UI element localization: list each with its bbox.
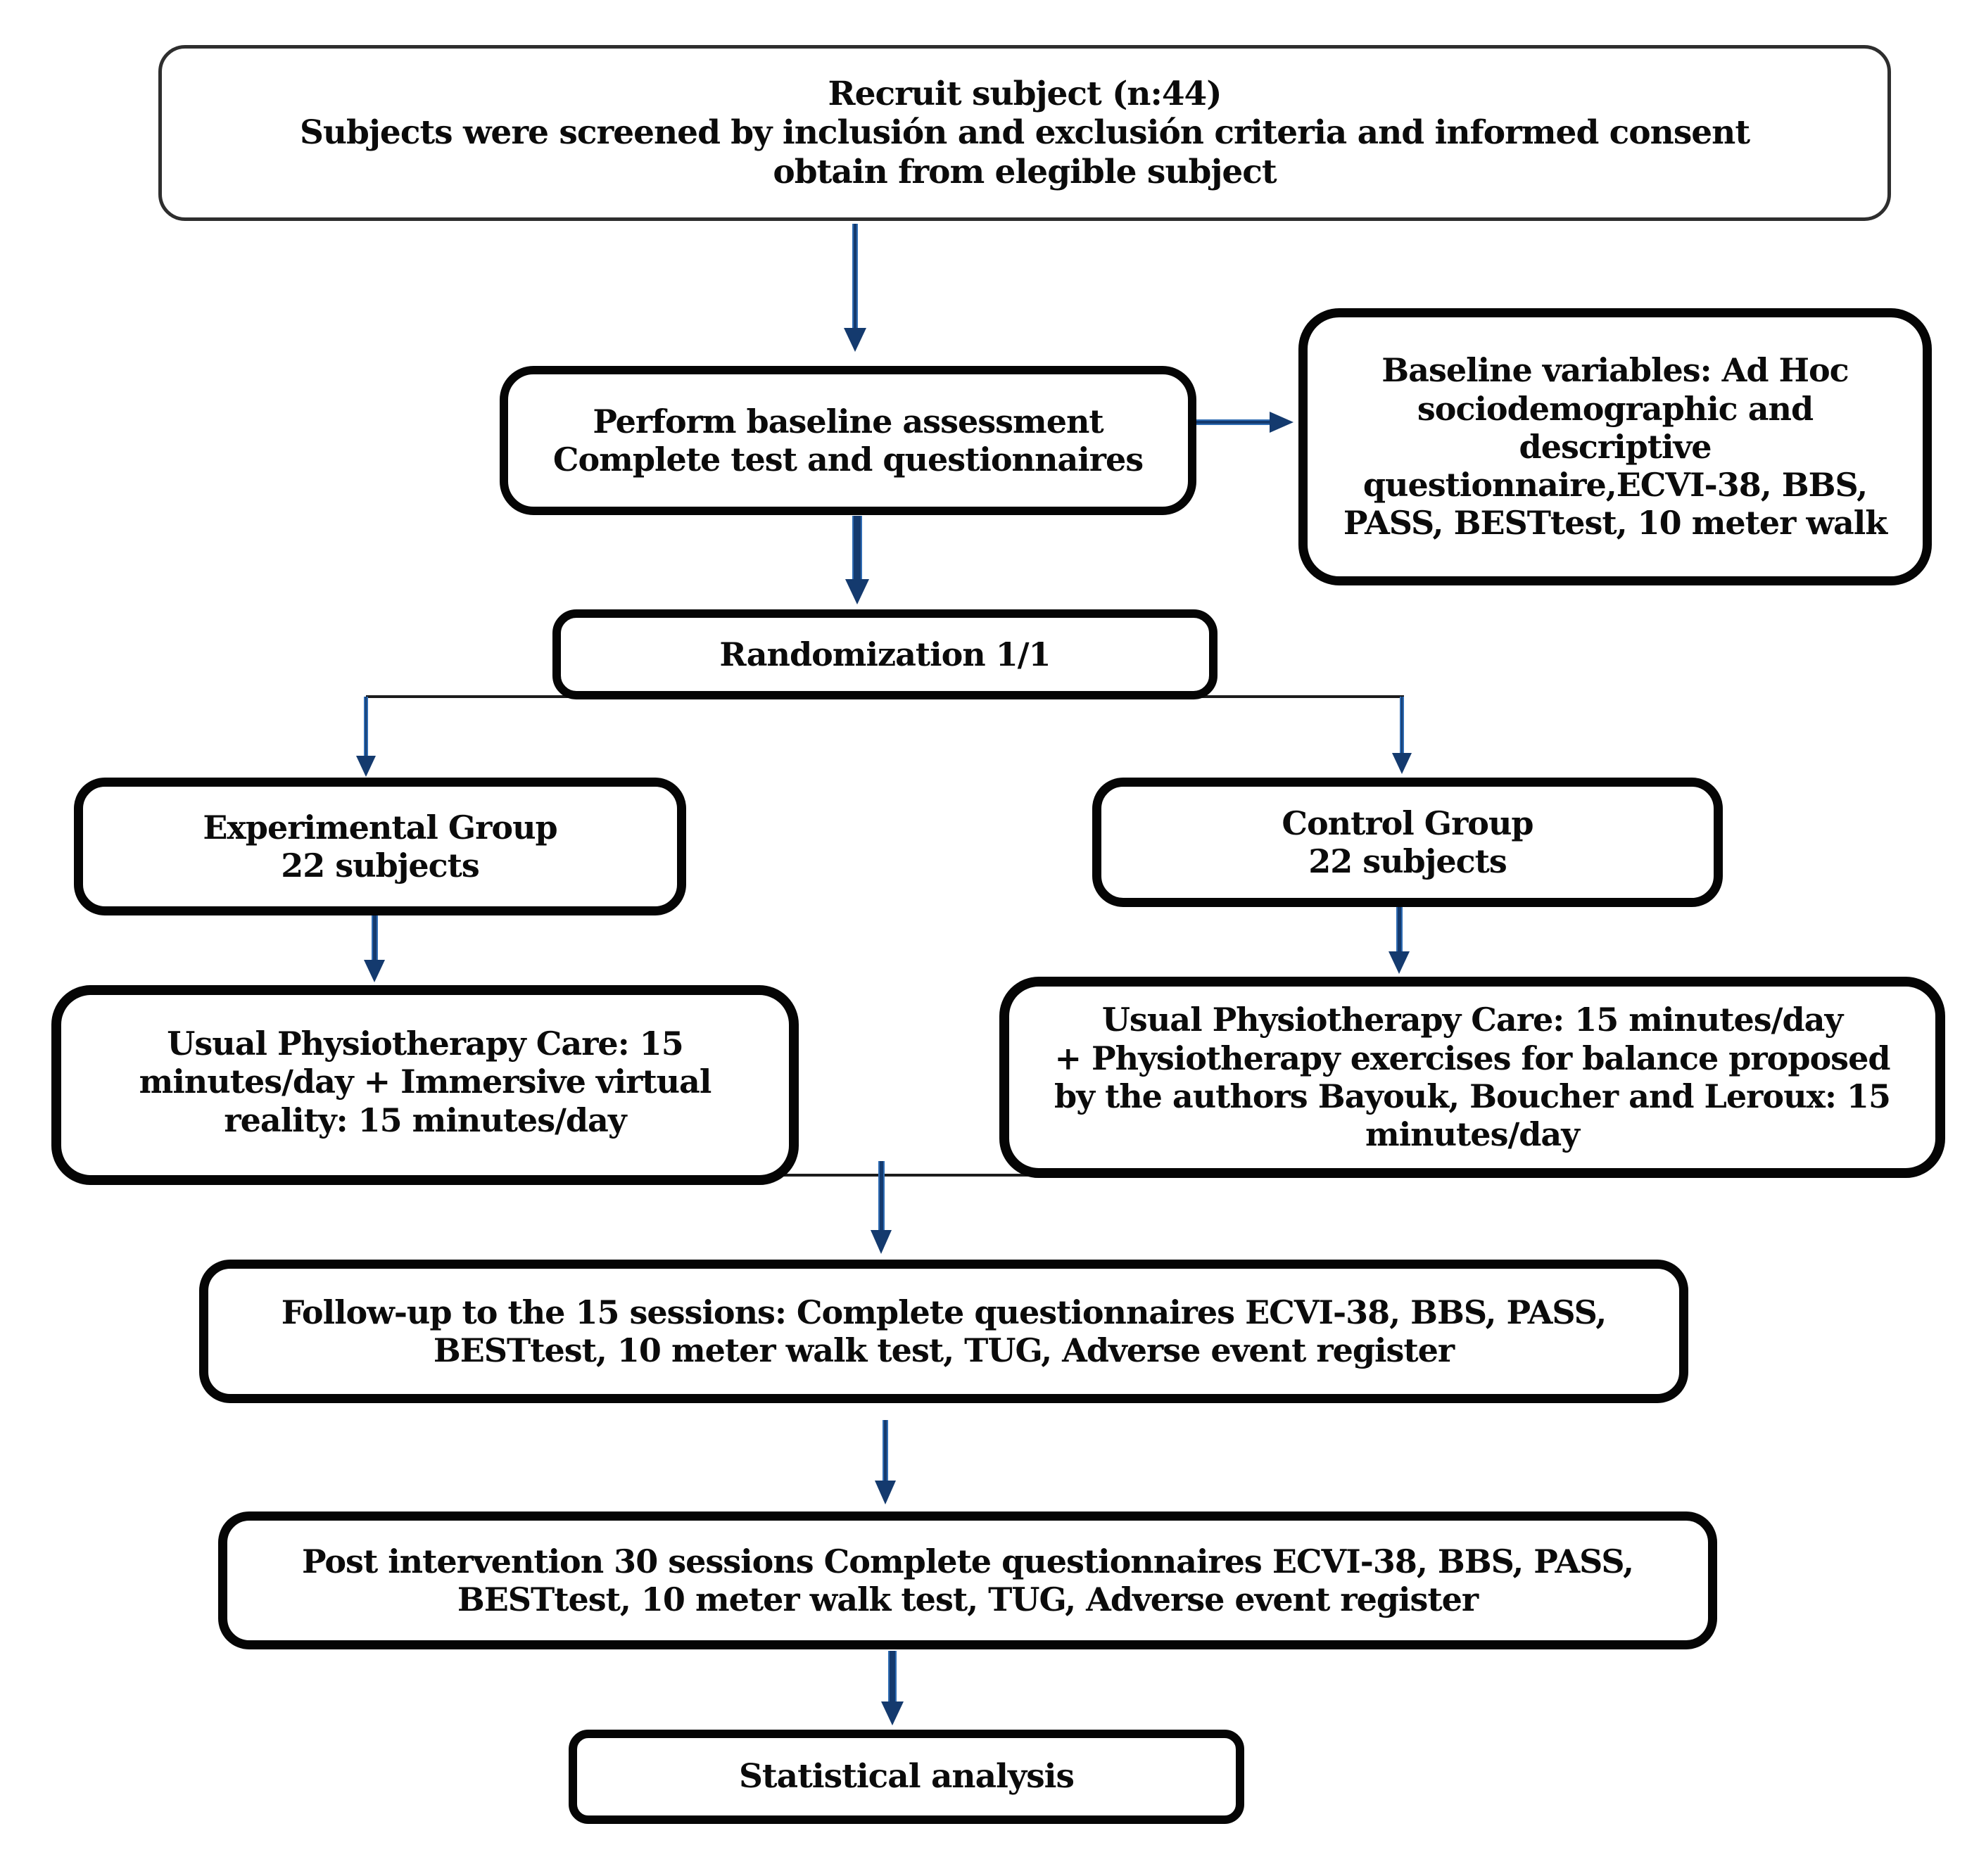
text-line: Perform baseline assessment — [593, 402, 1103, 441]
text-line: BESTtest, 10 meter walk test, TUG, Adver… — [457, 1580, 1479, 1618]
control-group-box: Control Group 22 subjects — [1092, 778, 1723, 907]
text-line: reality: 15 minutes/day — [224, 1101, 626, 1139]
text-line: by the authors Bayouk, Boucher and Lerou… — [1054, 1077, 1891, 1115]
text-line: BESTtest, 10 meter walk test, TUG, Adver… — [433, 1331, 1455, 1369]
text-line: PASS, BESTtest, 10 meter walk — [1343, 504, 1887, 543]
text-line: Baseline variables: Ad Hoc — [1381, 351, 1849, 390]
intervention-merge-line — [425, 1174, 1471, 1177]
baseline-assessment-box: Perform baseline assessment Complete tes… — [500, 366, 1196, 515]
text-line: Subjects were screened by inclusión and … — [299, 113, 1750, 153]
baseline-variables-box: Baseline variables: Ad Hoc sociodemograp… — [1298, 308, 1932, 585]
text-line: obtain from elegible subject — [773, 152, 1277, 191]
randomization-box: Randomization 1/1 — [552, 609, 1217, 699]
experimental-intervention-box: Usual Physiotherapy Care: 15 minutes/day… — [51, 985, 799, 1185]
text-line: Experimental Group — [203, 808, 557, 847]
control-intervention-box: Usual Physiotherapy Care: 15 minutes/day… — [999, 977, 1945, 1178]
followup-box: Follow-up to the 15 sessions: Complete q… — [199, 1260, 1688, 1403]
text-line: + Physiotherapy exercises for balance pr… — [1054, 1039, 1891, 1077]
text-line: descriptive — [1519, 427, 1712, 466]
text-line: Usual Physiotherapy Care: 15 — [167, 1025, 683, 1063]
statistical-analysis-box: Statistical analysis — [569, 1730, 1244, 1824]
recruit-box: Recruit subject (n:44) Subjects were scr… — [158, 45, 1891, 221]
text-line: Follow-up to the 15 sessions: Complete q… — [281, 1293, 1607, 1331]
text-line: sociodemographic and — [1417, 389, 1814, 428]
text-line: 22 subjects — [1308, 842, 1507, 880]
text-line: minutes/day — [1365, 1115, 1580, 1154]
text-line: Recruit subject (n:44) — [828, 74, 1222, 113]
text-line: questionnaire,ECVI-38, BBS, — [1362, 466, 1868, 505]
text-line: Statistical analysis — [738, 1757, 1075, 1796]
text-line: Complete test and questionnaires — [552, 441, 1144, 478]
text-line: 22 subjects — [281, 847, 480, 885]
post-intervention-box: Post intervention 30 sessions Complete q… — [218, 1511, 1717, 1649]
text-line: Control Group — [1282, 804, 1533, 842]
text-line: Usual Physiotherapy Care: 15 minutes/day — [1101, 1001, 1843, 1039]
experimental-group-box: Experimental Group 22 subjects — [74, 778, 686, 915]
text-line: minutes/day + Immersive virtual — [139, 1063, 712, 1101]
text-line: Post intervention 30 sessions Complete q… — [302, 1542, 1634, 1580]
text-line: Randomization 1/1 — [719, 635, 1051, 673]
